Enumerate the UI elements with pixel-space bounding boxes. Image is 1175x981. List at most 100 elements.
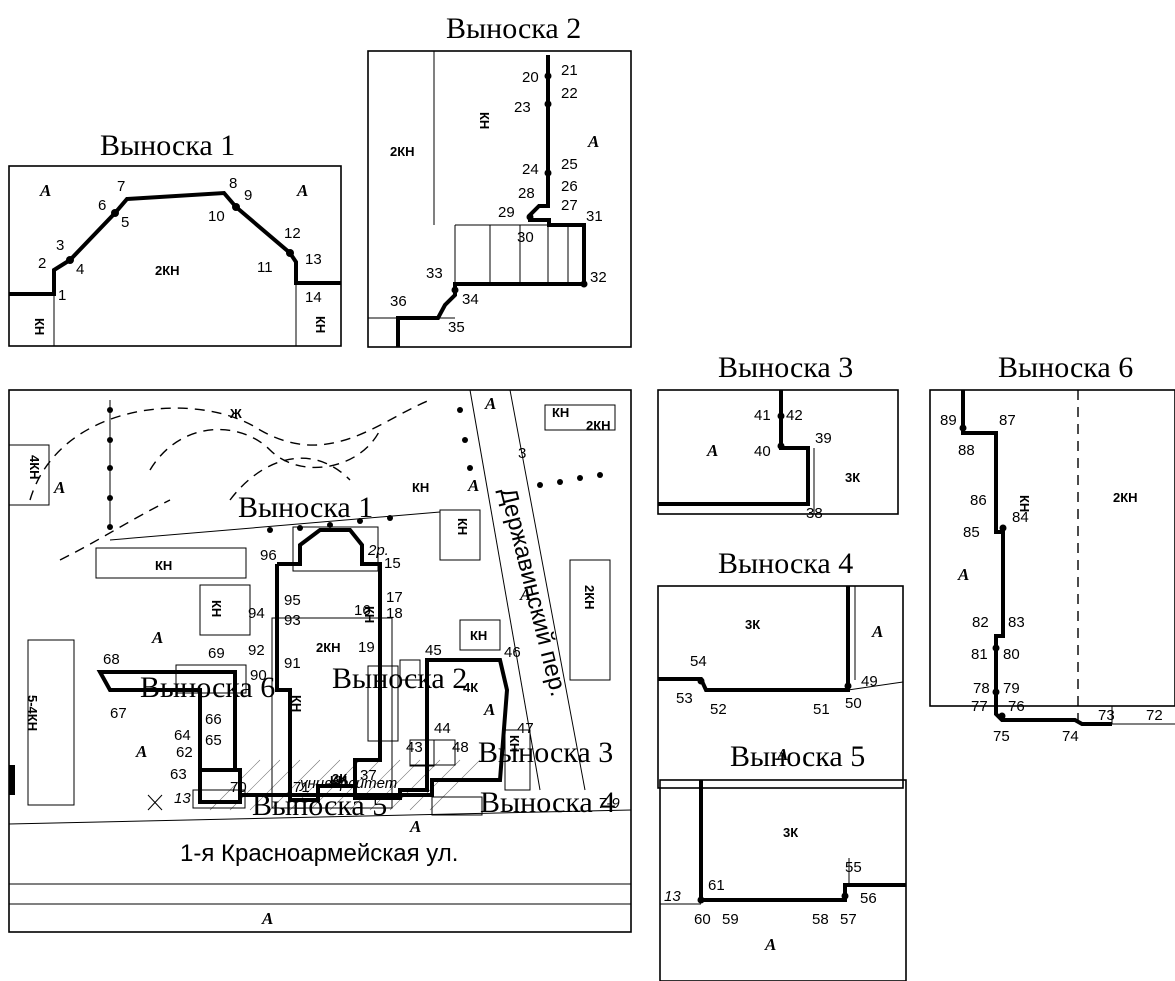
callout-1-ref-box	[292, 526, 379, 572]
point-label: 74	[1062, 728, 1079, 745]
point-label: 93	[284, 612, 301, 629]
point-label: 2	[38, 255, 46, 272]
zone-label: КН	[289, 695, 304, 712]
callout-5-ref-box	[192, 789, 246, 809]
callout-1-vertex	[286, 249, 294, 257]
callout-3-title: Выноска 3	[718, 351, 853, 384]
zone-label: КН	[155, 558, 172, 573]
zone-label: КН	[330, 773, 347, 788]
callout-1: Выноска 1 1 2 3 4 5 6 7 8 9 10 11 12 13 …	[8, 129, 342, 347]
point-label: 82	[972, 614, 989, 631]
cross-mark	[147, 794, 163, 811]
point-label: 81	[971, 646, 988, 663]
point-label: 66	[205, 711, 222, 728]
point-label: 4	[76, 261, 84, 278]
callout-3-boundary	[658, 390, 810, 506]
building	[569, 559, 611, 681]
main-parcel-boundary-west	[96, 564, 510, 802]
zone-label: A	[261, 909, 273, 928]
point-label: 5	[121, 214, 129, 231]
zone-label: 4К	[463, 680, 478, 695]
building	[504, 729, 531, 791]
zone-label: КН	[412, 480, 429, 495]
point-label: 32	[590, 269, 607, 286]
point-label: 26	[561, 178, 578, 195]
callout-6-ref-box	[175, 664, 247, 694]
main-map: 1-я Красноармейская ул. Державинский пер…	[8, 389, 632, 933]
point-label: 10	[208, 208, 225, 225]
zone-label: КН	[455, 518, 470, 535]
fence-line	[109, 511, 441, 541]
point-label: 16	[354, 602, 371, 619]
zone-label: КН	[1017, 495, 1032, 512]
point-label: 38	[806, 505, 823, 522]
callout-4-vertex	[844, 682, 852, 690]
point-label: 62	[176, 744, 193, 761]
zone-label: 2КН	[155, 263, 180, 278]
zone-label: A	[483, 700, 495, 719]
callout-2-vertex	[544, 72, 552, 80]
point-label: 22	[561, 85, 578, 102]
point-label: 77	[971, 698, 988, 715]
building	[27, 639, 75, 806]
zone-label: A	[764, 935, 776, 954]
callout-6-vertex	[999, 524, 1007, 532]
zone-label: 2КН	[586, 418, 611, 433]
zone-label: A	[135, 742, 147, 761]
point-label: 54	[690, 653, 707, 670]
street-label: 1-я Красноармейская ул.	[180, 840, 458, 867]
callout-1-frame	[8, 165, 342, 347]
zone-label: A	[39, 181, 51, 200]
callout-1-title: Выноска 1	[100, 129, 235, 162]
point-label: 58	[812, 911, 829, 928]
zone-label: A	[296, 181, 308, 200]
point-label: 61	[708, 877, 725, 894]
point-label: 65	[205, 732, 222, 749]
zone-label: 2КН	[582, 585, 597, 610]
point-label: 79	[1003, 680, 1020, 697]
zone-label: 2КН	[1113, 490, 1138, 505]
callout-4-ref-box	[431, 796, 483, 816]
callout-ref-label: Выноска 5	[252, 789, 387, 822]
callout-2-boundary	[396, 55, 586, 347]
point-label: 40	[754, 443, 771, 460]
point-label: 20	[522, 69, 539, 86]
zone-label: 2КН	[390, 144, 415, 159]
point-label: 94	[248, 605, 265, 622]
callout-6-vertex	[998, 712, 1006, 720]
point-label: 83	[1008, 614, 1025, 631]
callout-2-vertex	[544, 169, 552, 177]
point-label: 75	[993, 728, 1010, 745]
zone-label: КН	[507, 735, 522, 752]
callout-6-title: Выноска 6	[998, 351, 1133, 384]
zone-label: A	[409, 817, 421, 836]
zone-label: КН	[313, 316, 328, 333]
callout-2-vertex	[526, 213, 534, 221]
side-street-line	[509, 389, 586, 791]
zone-label: КН	[552, 405, 569, 420]
callout-3-vertex	[777, 412, 785, 420]
point-label: 85	[963, 524, 980, 541]
park-path	[29, 399, 431, 501]
callout-1-boundary	[9, 190, 341, 296]
callout-1-vertex	[111, 209, 119, 217]
callout-5-vertex	[841, 892, 849, 900]
callout-2: Выноска 2 20 21 22 23 24 25 26 27 28 29 …	[367, 12, 632, 348]
point-label: 92	[248, 642, 265, 659]
callout-5: Выноска 5 55 56 57 58 59 60 61 3К A 13	[659, 740, 907, 981]
point-label: 69	[208, 645, 225, 662]
callout-ref-label: Выноска 6	[140, 671, 275, 704]
edge-mark	[9, 765, 15, 795]
callout-2-vertex	[451, 286, 459, 294]
point-label: 91	[284, 655, 301, 672]
point-label: 70	[230, 779, 247, 796]
callout-4-frame	[657, 585, 904, 789]
point-label: 19	[358, 639, 375, 656]
point-label: 73	[1098, 707, 1115, 724]
point-label: 72	[1146, 707, 1163, 724]
point-label: 60	[694, 911, 711, 928]
point-label: 24	[522, 161, 539, 178]
point-label: 6	[98, 197, 106, 214]
building-note: университет	[299, 775, 397, 792]
callout-ref-label: Выноска 4	[480, 786, 615, 819]
